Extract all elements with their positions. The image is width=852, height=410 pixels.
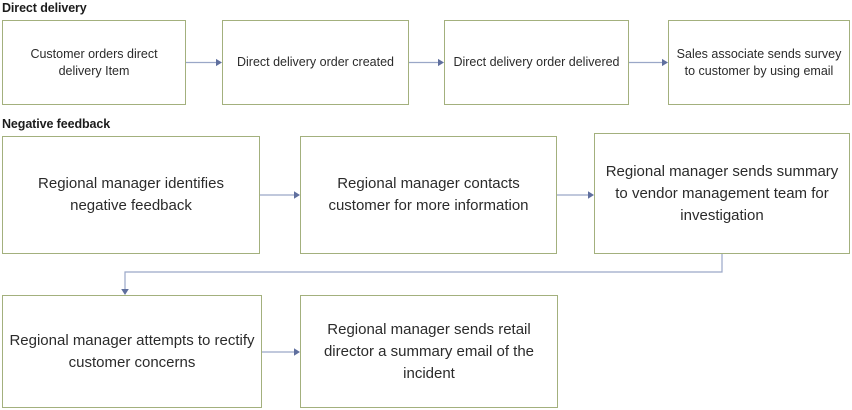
process-node-label: Regional manager attempts to rectify cus… <box>9 331 255 371</box>
process-node-dd-3[interactable]: Direct delivery order delivered <box>444 20 629 105</box>
process-node-nf-4[interactable]: Regional manager attempts to rectify cus… <box>2 295 262 408</box>
process-node-dd-2[interactable]: Direct delivery order created <box>222 20 409 105</box>
section-header-negative-feedback: Negative feedback <box>2 117 111 131</box>
connector-dd-3-to-dd-4 <box>629 58 668 67</box>
process-node-label: Direct delivery order delivered <box>453 55 620 69</box>
process-node-label: Customer orders direct delivery Item <box>30 46 158 78</box>
process-node-dd-1[interactable]: Customer orders direct delivery Item <box>2 20 186 105</box>
connector-nf-3-to-nf-4 <box>121 254 723 295</box>
connector-dd-1-to-dd-2 <box>186 58 222 67</box>
process-node-label: Regional manager identifies negative fee… <box>38 175 224 214</box>
process-node-nf-3[interactable]: Regional manager sends summary to vendor… <box>594 133 850 254</box>
process-node-label: Regional manager contacts customer for m… <box>328 175 529 214</box>
process-node-label: Sales associate sends survey to customer… <box>676 46 842 78</box>
connector-nf-2-to-nf-3 <box>557 191 594 199</box>
process-node-nf-1[interactable]: Regional manager identifies negative fee… <box>2 136 260 254</box>
connector-nf-1-to-nf-2 <box>260 191 300 199</box>
connector-nf-4-to-nf-5 <box>262 348 300 356</box>
section-header-direct-delivery: Direct delivery <box>2 1 87 15</box>
process-node-label: Direct delivery order created <box>236 55 394 69</box>
process-node-nf-5[interactable]: Regional manager sends retail director a… <box>300 295 558 408</box>
connector-dd-2-to-dd-3 <box>409 58 444 67</box>
process-node-dd-4[interactable]: Sales associate sends survey to customer… <box>668 20 850 105</box>
process-node-nf-2[interactable]: Regional manager contacts customer for m… <box>300 136 557 254</box>
process-node-label: Regional manager sends retail director a… <box>323 320 535 382</box>
process-node-label: Regional manager sends summary to vendor… <box>605 162 839 224</box>
